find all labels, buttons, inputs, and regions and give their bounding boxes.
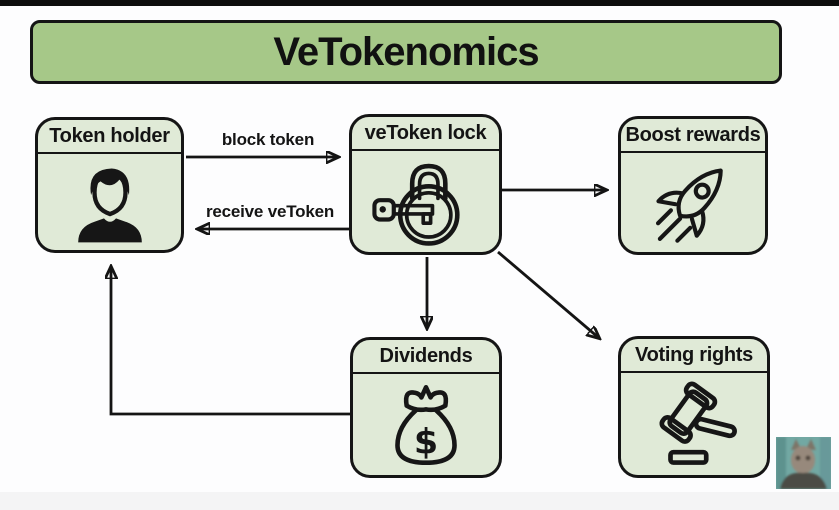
node-vetoken-lock-header: veToken lock [352, 117, 499, 151]
node-token-holder-header: Token holder [38, 120, 181, 154]
node-vetoken-lock-label: veToken lock [364, 121, 487, 144]
node-boost-rewards-label: Boost rewards [625, 123, 761, 146]
edge-lock-to-voting [497, 250, 599, 338]
edge-dividends-to-holder [111, 267, 350, 416]
node-token-holder: Token holder [35, 117, 184, 253]
gavel-icon [621, 373, 767, 475]
node-voting-rights-header: Voting rights [621, 339, 767, 373]
money-bag-icon: $ [353, 374, 499, 475]
diagram-title: VeTokenomics [273, 29, 539, 74]
dollar-symbol: $ [414, 422, 438, 462]
edge-label-receive-vetoken: receive veToken [205, 202, 335, 221]
node-boost-rewards: Boost rewards [618, 116, 768, 255]
node-dividends-label: Dividends [379, 344, 473, 367]
node-boost-rewards-header: Boost rewards [621, 119, 765, 153]
node-vetoken-lock: veToken lock [349, 114, 502, 255]
edge-label-block-token: block token [221, 130, 315, 149]
rocket-icon [621, 153, 765, 252]
node-dividends-header: Dividends [353, 340, 499, 374]
padlock-key-icon [352, 151, 499, 252]
diagram-title-banner: VeTokenomics [30, 20, 782, 84]
node-dividends: Dividends $ [350, 337, 502, 478]
presenter-webcam-avatar [776, 437, 831, 489]
node-voting-rights-label: Voting rights [635, 343, 753, 366]
person-icon [38, 154, 181, 250]
letterbox-bottom-bar [0, 492, 839, 510]
node-voting-rights: Voting rights [618, 336, 770, 478]
letterbox-top-bar [0, 0, 839, 6]
node-token-holder-label: Token holder [49, 124, 170, 147]
